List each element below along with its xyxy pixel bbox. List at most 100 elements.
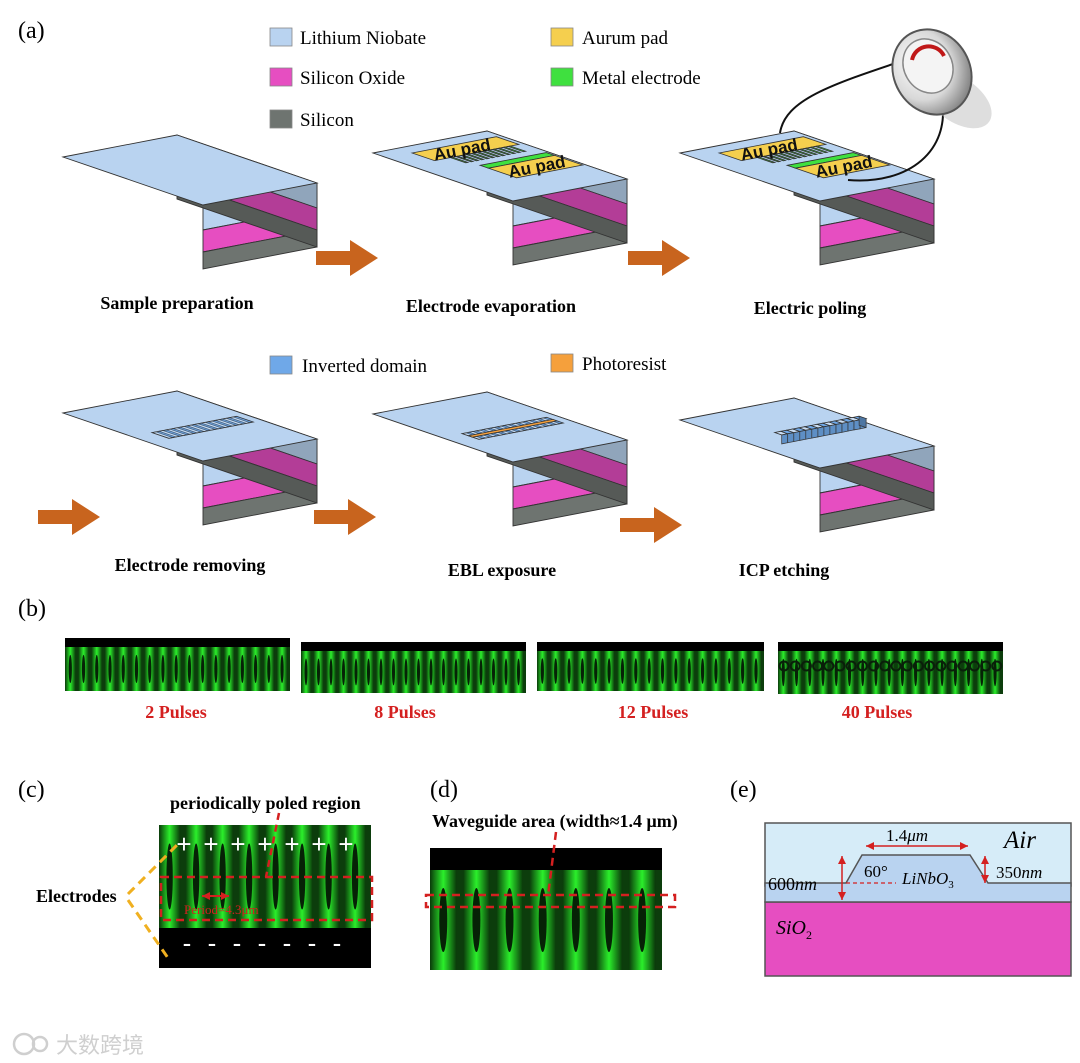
ridge-segment-front bbox=[781, 433, 789, 445]
domain-ring bbox=[968, 660, 980, 672]
pulse-caption: 40 Pulses bbox=[842, 702, 913, 722]
poled-region-overlay: +++++++------- bbox=[126, 812, 374, 959]
waveguide-label: Waveguide area (width≈1.4 μm) bbox=[432, 811, 678, 832]
electrode-pointer bbox=[126, 899, 170, 959]
poling-domain-core bbox=[148, 654, 152, 684]
step-caption-electrode-evaporation: Electrode evaporation bbox=[406, 296, 576, 316]
panel-c-label: (c) bbox=[18, 777, 45, 803]
domain-ring bbox=[845, 660, 857, 672]
poling-domain-core bbox=[68, 654, 72, 684]
poling-domain-core bbox=[161, 654, 165, 684]
poling-domain-core bbox=[567, 658, 571, 684]
minus-sign: - bbox=[258, 928, 267, 958]
domain-ring bbox=[868, 660, 880, 672]
pp-domain-core bbox=[298, 843, 306, 910]
poling-domain-core bbox=[479, 658, 483, 686]
electrode-finger bbox=[490, 148, 512, 156]
domain-gap bbox=[227, 416, 252, 424]
electrode-finger bbox=[792, 149, 814, 157]
poling-image-1 bbox=[65, 638, 290, 691]
domain-gap bbox=[185, 424, 210, 432]
poling-domain-core bbox=[174, 654, 178, 684]
poling-domain-core bbox=[201, 654, 205, 684]
ridge-segment-front bbox=[841, 421, 849, 433]
wafer-step-5 bbox=[371, 391, 629, 527]
poling-domain-core bbox=[95, 654, 99, 684]
waveguide-overlay bbox=[424, 831, 677, 909]
poling-domain-core bbox=[847, 658, 852, 687]
legend-label-silicon-oxide: Silicon Oxide bbox=[300, 68, 405, 89]
legend-swatch-silicon-oxide bbox=[269, 67, 293, 87]
legend-label-lithium-niobate: Lithium Niobate bbox=[300, 28, 426, 49]
minus-sign: - bbox=[208, 928, 217, 958]
poling-domain-core bbox=[634, 658, 638, 684]
domain-gap bbox=[150, 431, 175, 439]
minus-sign: - bbox=[308, 928, 317, 958]
pulse-caption: 8 Pulses bbox=[374, 702, 436, 722]
domain-ring bbox=[823, 660, 835, 672]
arrow-icon bbox=[316, 240, 378, 276]
width-value: 1.4 bbox=[886, 826, 908, 845]
poling-domain-core bbox=[240, 654, 244, 684]
minus-sign: - bbox=[283, 928, 292, 958]
plus-sign: + bbox=[311, 829, 326, 859]
linbo3-sub: 3 bbox=[948, 879, 954, 891]
image-top-band bbox=[301, 642, 526, 651]
panel-e-label: (e) bbox=[730, 777, 757, 803]
linbo3-base: LiNbO bbox=[901, 869, 948, 888]
ridge-segment-front bbox=[811, 427, 819, 439]
poling-domain-core bbox=[517, 658, 520, 686]
arrowhead-icon bbox=[202, 892, 210, 900]
voltmeter-dial-icon bbox=[910, 44, 946, 61]
pp-domain-core bbox=[245, 843, 253, 910]
image-top-band bbox=[778, 642, 1003, 651]
domain-gap bbox=[192, 423, 217, 431]
pp-domain-core bbox=[325, 843, 332, 910]
linbo3-label: LiNbO3 bbox=[901, 869, 954, 891]
pulse-caption: 2 Pulses bbox=[145, 702, 207, 722]
poling-domain-core bbox=[392, 658, 395, 686]
poling-domain-core bbox=[927, 658, 931, 687]
poling-domain-core bbox=[741, 658, 745, 684]
electrode-finger bbox=[782, 151, 803, 159]
legend-swatch-metal-electrode bbox=[550, 67, 574, 87]
electrode-finger bbox=[787, 150, 808, 158]
arrowhead-icon bbox=[838, 856, 846, 864]
ridge-segment-front bbox=[823, 425, 831, 437]
poling-domain-core bbox=[660, 658, 665, 684]
domain-gap bbox=[206, 420, 231, 428]
width-unit: μm bbox=[906, 826, 928, 845]
domain-ring bbox=[924, 660, 936, 672]
poling-domain-core bbox=[754, 658, 758, 684]
legend-label-silicon: Silicon bbox=[300, 110, 354, 131]
poling-domain-core bbox=[781, 658, 785, 687]
plus-sign: + bbox=[284, 829, 299, 859]
thickness-value: 600 bbox=[768, 874, 795, 894]
image-top-band bbox=[65, 638, 290, 647]
domain-ring bbox=[935, 660, 947, 672]
period-label: Period=4.3μm bbox=[184, 902, 259, 917]
poling-domain-core bbox=[647, 658, 651, 684]
domain-ring bbox=[812, 660, 824, 672]
domain-gap bbox=[220, 417, 245, 426]
sio2-label: SiO2 bbox=[776, 917, 812, 942]
step-caption-ebl-exposure: EBL exposure bbox=[448, 560, 556, 580]
ridge-segment-front bbox=[793, 430, 801, 443]
electrode-finger bbox=[496, 147, 517, 155]
pp-domain-core bbox=[351, 843, 359, 910]
image-top-band bbox=[430, 848, 662, 870]
watermark-logo-icon bbox=[12, 1032, 36, 1056]
etch-unit: nm bbox=[1022, 863, 1043, 882]
watermark-text: 大数跨境 bbox=[56, 1033, 144, 1058]
poling-domain-core bbox=[81, 654, 86, 684]
poling-domain-core bbox=[454, 658, 458, 686]
au-pad bbox=[487, 154, 585, 179]
electrodes-label: Electrodes bbox=[36, 886, 117, 906]
etch-label: 350nm bbox=[996, 863, 1042, 882]
waveguide-domain-core bbox=[472, 888, 481, 952]
poling-domain-core bbox=[607, 658, 611, 684]
electrode-pointer bbox=[126, 840, 182, 896]
domain-ring bbox=[778, 660, 790, 672]
au-pad bbox=[410, 136, 521, 162]
poling-domain-core bbox=[404, 658, 408, 686]
